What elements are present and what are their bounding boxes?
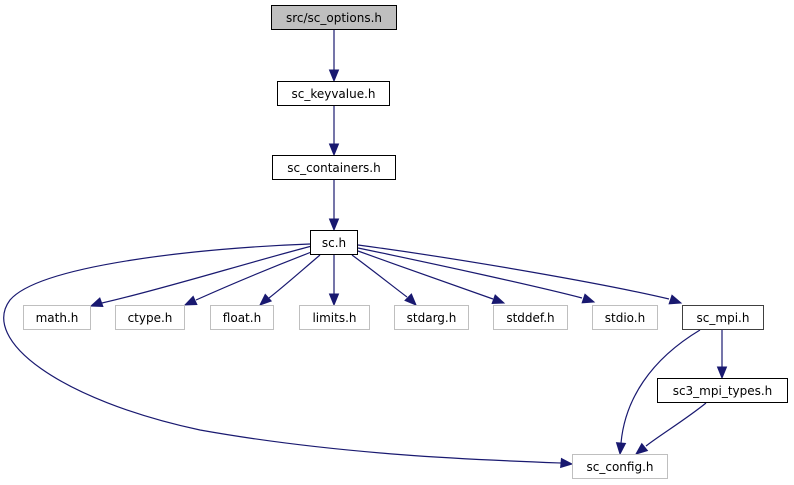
edge-line [101,245,313,304]
edge-sc-to-sc_mpi [357,244,683,305]
edge-sc3_mpi_types-to-sc_config [634,402,707,455]
arrowhead-icon [328,143,340,157]
edge-sc_mpi-to-sc_config [615,329,701,456]
edge-line [645,402,707,447]
edge-line [3,243,562,464]
node-sc-containers[interactable]: sc_containers.h [272,155,396,180]
node-sc-mpi[interactable]: sc_mpi.h [682,305,764,330]
arrowhead-icon [491,294,506,304]
arrowhead-icon [615,442,627,456]
edge-line [620,329,701,444]
edge-sc-to-stddef [357,250,506,304]
edge-sc-to-limits [328,255,340,307]
node-limits: limits.h [299,305,370,330]
node-sc-keyvalue[interactable]: sc_keyvalue.h [277,81,390,106]
arrowhead-icon [560,457,574,469]
edge-line [357,247,583,299]
node-stdarg: stdarg.h [394,305,469,330]
arrowhead-icon [328,218,340,232]
arrowhead-icon [328,293,340,307]
edge-sc-to-sc_config [3,243,574,469]
arrowhead-icon [404,293,417,306]
edge-sc_mpi-to-sc3_mpi_types [716,330,728,380]
node-ctype: ctype.h [115,305,185,330]
arrowhead-icon [716,366,728,380]
edge-sc-to-float [259,254,321,306]
node-sc-options[interactable]: src/sc_options.h [271,5,397,30]
node-math: math.h [23,305,91,330]
node-stdio: stdio.h [592,305,658,330]
edge-line [357,244,670,300]
edge-line [195,250,315,301]
arrowhead-icon [634,442,649,455]
node-sc3-mpi-types[interactable]: sc3_mpi_types.h [657,378,788,403]
edge-line [268,254,321,299]
arrowhead-icon [89,297,104,307]
edge-line [351,254,408,298]
arrowhead-icon [328,69,340,83]
arrowhead-icon [668,294,683,305]
arrowhead-icon [581,293,596,304]
node-sc[interactable]: sc.h [310,230,358,255]
edge-line [357,250,494,300]
edge-sc_options-to-sc_keyvalue [328,30,340,83]
edge-sc-to-ctype [183,250,315,306]
edge-sc_keyvalue-to-sc_containers [328,106,340,157]
edge-sc-to-stdarg [351,254,417,306]
node-stddef: stddef.h [493,305,568,330]
node-sc-config: sc_config.h [572,454,668,479]
edge-sc-to-stdio [357,247,596,304]
arrowhead-icon [259,293,273,306]
node-float: float.h [210,305,274,330]
edge-sc-to-math [89,245,313,307]
arrowhead-icon [183,295,198,306]
edge-sc_containers-to-sc [328,180,340,232]
